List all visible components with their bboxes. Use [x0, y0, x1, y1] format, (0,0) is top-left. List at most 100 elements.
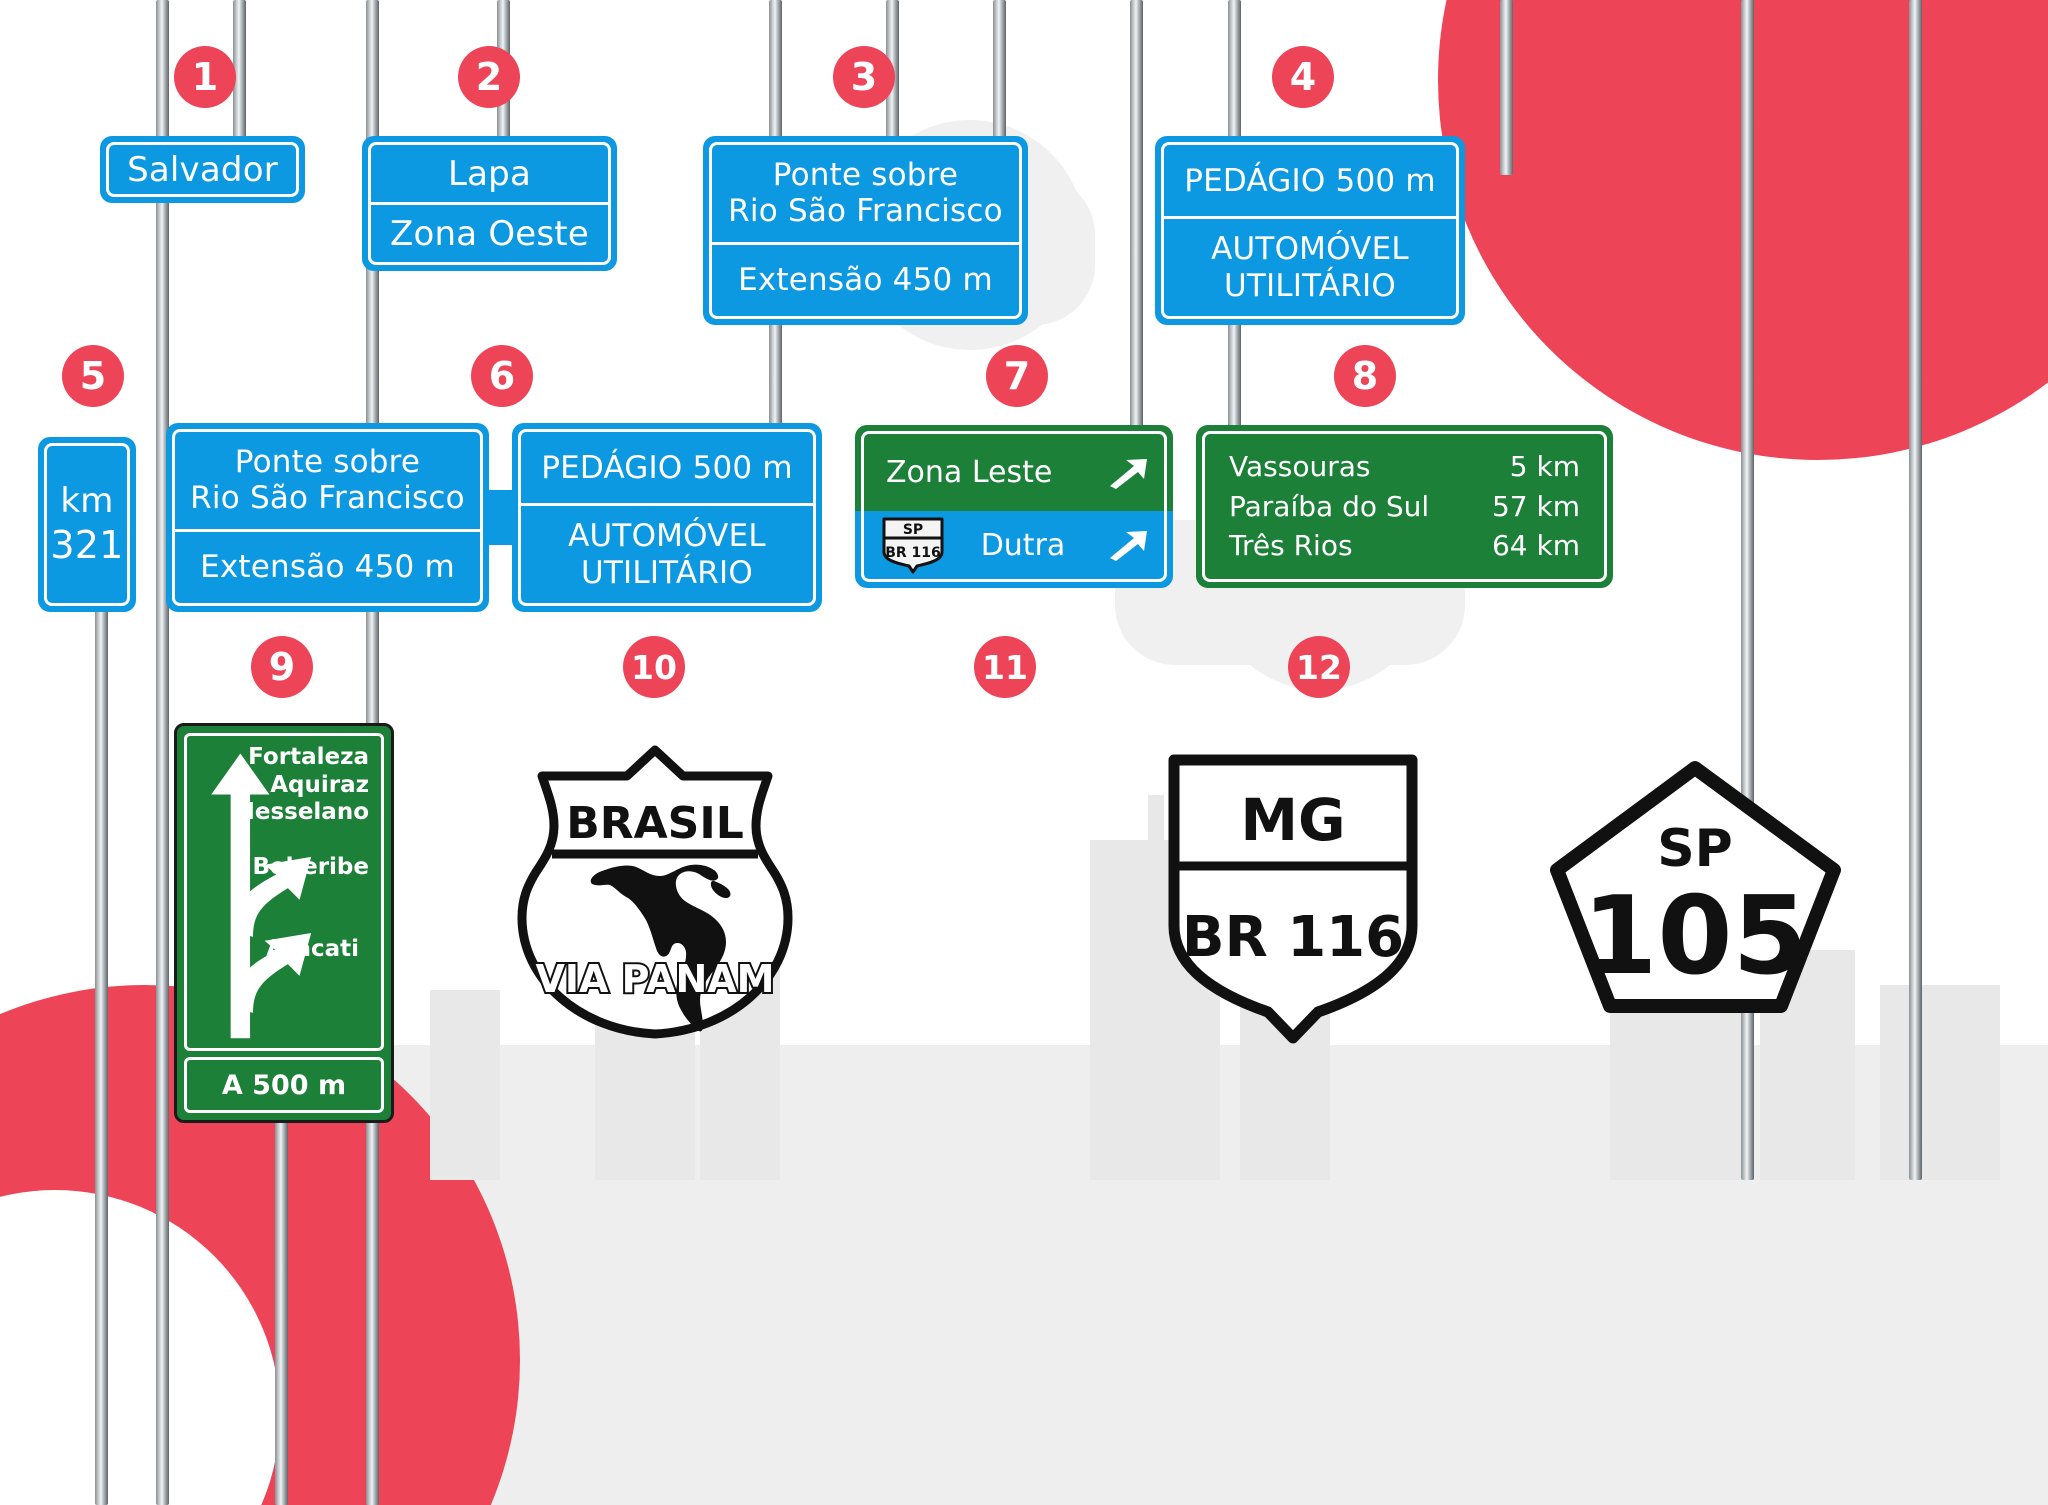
table-row: Vassouras 5 km: [1229, 447, 1580, 487]
badge-label: 11: [982, 647, 1028, 687]
white-circle-bottom-left: [0, 1190, 280, 1505]
step-badge-12: 12: [1288, 636, 1350, 698]
step-badge-10: 10: [623, 636, 685, 698]
distance-value: 64 km: [1491, 529, 1580, 563]
sign-line-zona-oeste: Zona Oeste: [390, 213, 589, 254]
up-right-arrow-icon: [1109, 531, 1147, 562]
sign-block-ponte: Ponte sobre Rio São Francisco: [712, 145, 1019, 242]
sign-line-ponte-2: Rio São Francisco: [190, 480, 465, 517]
sign-fortaleza-directional[interactable]: Fortaleza Aquiraz Messelano Beberibe Ara…: [174, 723, 394, 1123]
step-badge-9: 9: [251, 636, 313, 698]
table-row: Paraíba do Sul 57 km: [1229, 487, 1580, 527]
sign-salvador[interactable]: Salvador: [100, 136, 305, 203]
badge-label: 3: [850, 55, 878, 99]
step-badge-1: 1: [174, 46, 236, 108]
sign-block-veiculos: AUTOMÓVEL UTILITÁRIO: [521, 506, 813, 603]
badge-label: 9: [268, 645, 296, 689]
sign-pole: [95, 600, 108, 1505]
badge-label: 7: [1003, 354, 1031, 398]
distance-place: Três Rios: [1229, 529, 1353, 563]
destination-beberibe: Beberibe: [252, 854, 369, 880]
sign-line-automovel: AUTOMÓVEL: [568, 517, 766, 554]
badge-label: 6: [488, 354, 516, 398]
shield-mg-br116[interactable]: MG BR 116: [1158, 748, 1428, 1048]
badge-label: 8: [1351, 354, 1379, 398]
distance-value: 5 km: [1509, 449, 1580, 483]
shield-top-label: BRASIL: [566, 798, 744, 849]
shield-top-label: MG: [1240, 786, 1345, 854]
sign-divider: [521, 503, 813, 507]
sign-block-veiculos: AUTOMÓVEL UTILITÁRIO: [1164, 219, 1456, 316]
step-badge-6: 6: [471, 345, 533, 407]
destination-aquiraz: Aquiraz: [270, 771, 369, 798]
sign-line-km: km: [60, 481, 114, 522]
sign-km-marker[interactable]: km 321: [38, 437, 136, 612]
skyline-building: [1880, 985, 2000, 1180]
sign-divider: [175, 528, 480, 532]
step-badge-5: 5: [62, 345, 124, 407]
sign-fortaleza-main-panel: Fortaleza Aquiraz Messelano Beberibe Ara…: [184, 733, 384, 1051]
sign-pedagio-automovel-utilitario[interactable]: PEDÁGIO 500 m AUTOMÓVEL UTILITÁRIO: [1155, 136, 1465, 325]
step-badge-2: 2: [458, 46, 520, 108]
sign-pole: [1500, 0, 1513, 175]
br-116-shield-icon: SP BR 116: [880, 516, 946, 574]
sign-divider: [371, 202, 608, 205]
sign-ponte-rio-sao-francisco[interactable]: Ponte sobre Rio São Francisco Extensão 4…: [703, 136, 1028, 325]
step-badge-11: 11: [974, 636, 1036, 698]
sign-line-pedagio: PEDÁGIO 500 m: [1184, 162, 1436, 199]
sign-line-utilitario: UTILITÁRIO: [1223, 267, 1396, 304]
sign-line-ponte-1: Ponte sobre: [234, 443, 421, 480]
distance-value: 57 km: [1491, 489, 1580, 523]
distance-place: Paraíba do Sul: [1229, 489, 1430, 523]
sign-lapa-zona-oeste[interactable]: Lapa Zona Oeste: [362, 136, 617, 271]
shield-brasil-via-panam[interactable]: BRASIL VIA PANAM: [500, 742, 810, 1042]
sign-line-ponte-1: Ponte sobre: [772, 156, 959, 193]
svg-text:SP: SP: [903, 522, 923, 538]
sign-zona-leste-panel[interactable]: Zona Leste: [855, 425, 1173, 512]
sign-line-extensao: Extensão 450 m: [738, 262, 993, 299]
sign-line-dutra: Dutra: [980, 527, 1066, 563]
sign-fortaleza-labels: Fortaleza Aquiraz Messelano Beberibe Ara…: [187, 736, 381, 1048]
step-badge-4: 4: [1272, 46, 1334, 108]
sign-line-utilitario: UTILITÁRIO: [580, 554, 753, 591]
badge-label: 12: [1296, 647, 1342, 687]
destination-fortaleza: Fortaleza: [248, 744, 369, 770]
destination-aracati: Aracati: [266, 936, 359, 962]
sign-dutra-panel[interactable]: SP BR 116 Dutra: [855, 511, 1173, 588]
sign-line-pedagio: PEDÁGIO 500 m: [541, 449, 793, 486]
shield-bottom-label: BR 116: [1182, 905, 1404, 970]
sign-ponte-combined-left[interactable]: Ponte sobre Rio São Francisco Extensão 4…: [166, 423, 489, 612]
sign-fortaleza-footer: A 500 m: [184, 1057, 384, 1113]
sign-pole: [275, 1100, 288, 1505]
badge-label: 5: [79, 354, 107, 398]
step-badge-3: 3: [833, 46, 895, 108]
sign-distances-table[interactable]: Vassouras 5 km Paraíba do Sul 57 km Três…: [1196, 425, 1613, 588]
svg-text:BR 116: BR 116: [885, 545, 941, 561]
shield-bottom-label: 105: [1582, 874, 1807, 999]
shield-sp-105[interactable]: SP 105: [1548, 758, 1843, 1018]
sign-line-ponte-2: Rio São Francisco: [728, 193, 1003, 230]
shield-bottom-label: VIA PANAM: [536, 957, 775, 1001]
sign-line-extensao: Extensão 450 m: [200, 549, 455, 586]
distance-place: Vassouras: [1229, 449, 1371, 483]
step-badge-7: 7: [986, 345, 1048, 407]
sign-divider: [1164, 216, 1456, 220]
sign-pedagio-combined-right[interactable]: PEDÁGIO 500 m AUTOMÓVEL UTILITÁRIO: [512, 423, 822, 612]
sign-line-automovel: AUTOMÓVEL: [1211, 230, 1409, 267]
badge-label: 2: [475, 55, 503, 99]
sign-line: Salvador: [127, 149, 278, 190]
sign-line-km-value: 321: [50, 522, 124, 567]
sign-zona-leste-dutra[interactable]: Zona Leste SP BR 116 Dutra: [855, 425, 1173, 588]
badge-label: 4: [1289, 55, 1317, 99]
skyline-building: [430, 990, 500, 1180]
badge-label: 1: [191, 55, 219, 99]
sign-block-ponte: Ponte sobre Rio São Francisco: [175, 432, 480, 529]
sign-pole: [233, 0, 246, 175]
up-right-arrow-icon: [1110, 458, 1147, 489]
step-badge-8: 8: [1334, 345, 1396, 407]
sign-pole: [1909, 0, 1922, 1180]
destination-messelano: Messelano: [231, 799, 369, 826]
sign-pole: [156, 0, 169, 1505]
sign-line-zona-leste: Zona Leste: [886, 455, 1053, 491]
shield-top-label: SP: [1657, 819, 1733, 879]
